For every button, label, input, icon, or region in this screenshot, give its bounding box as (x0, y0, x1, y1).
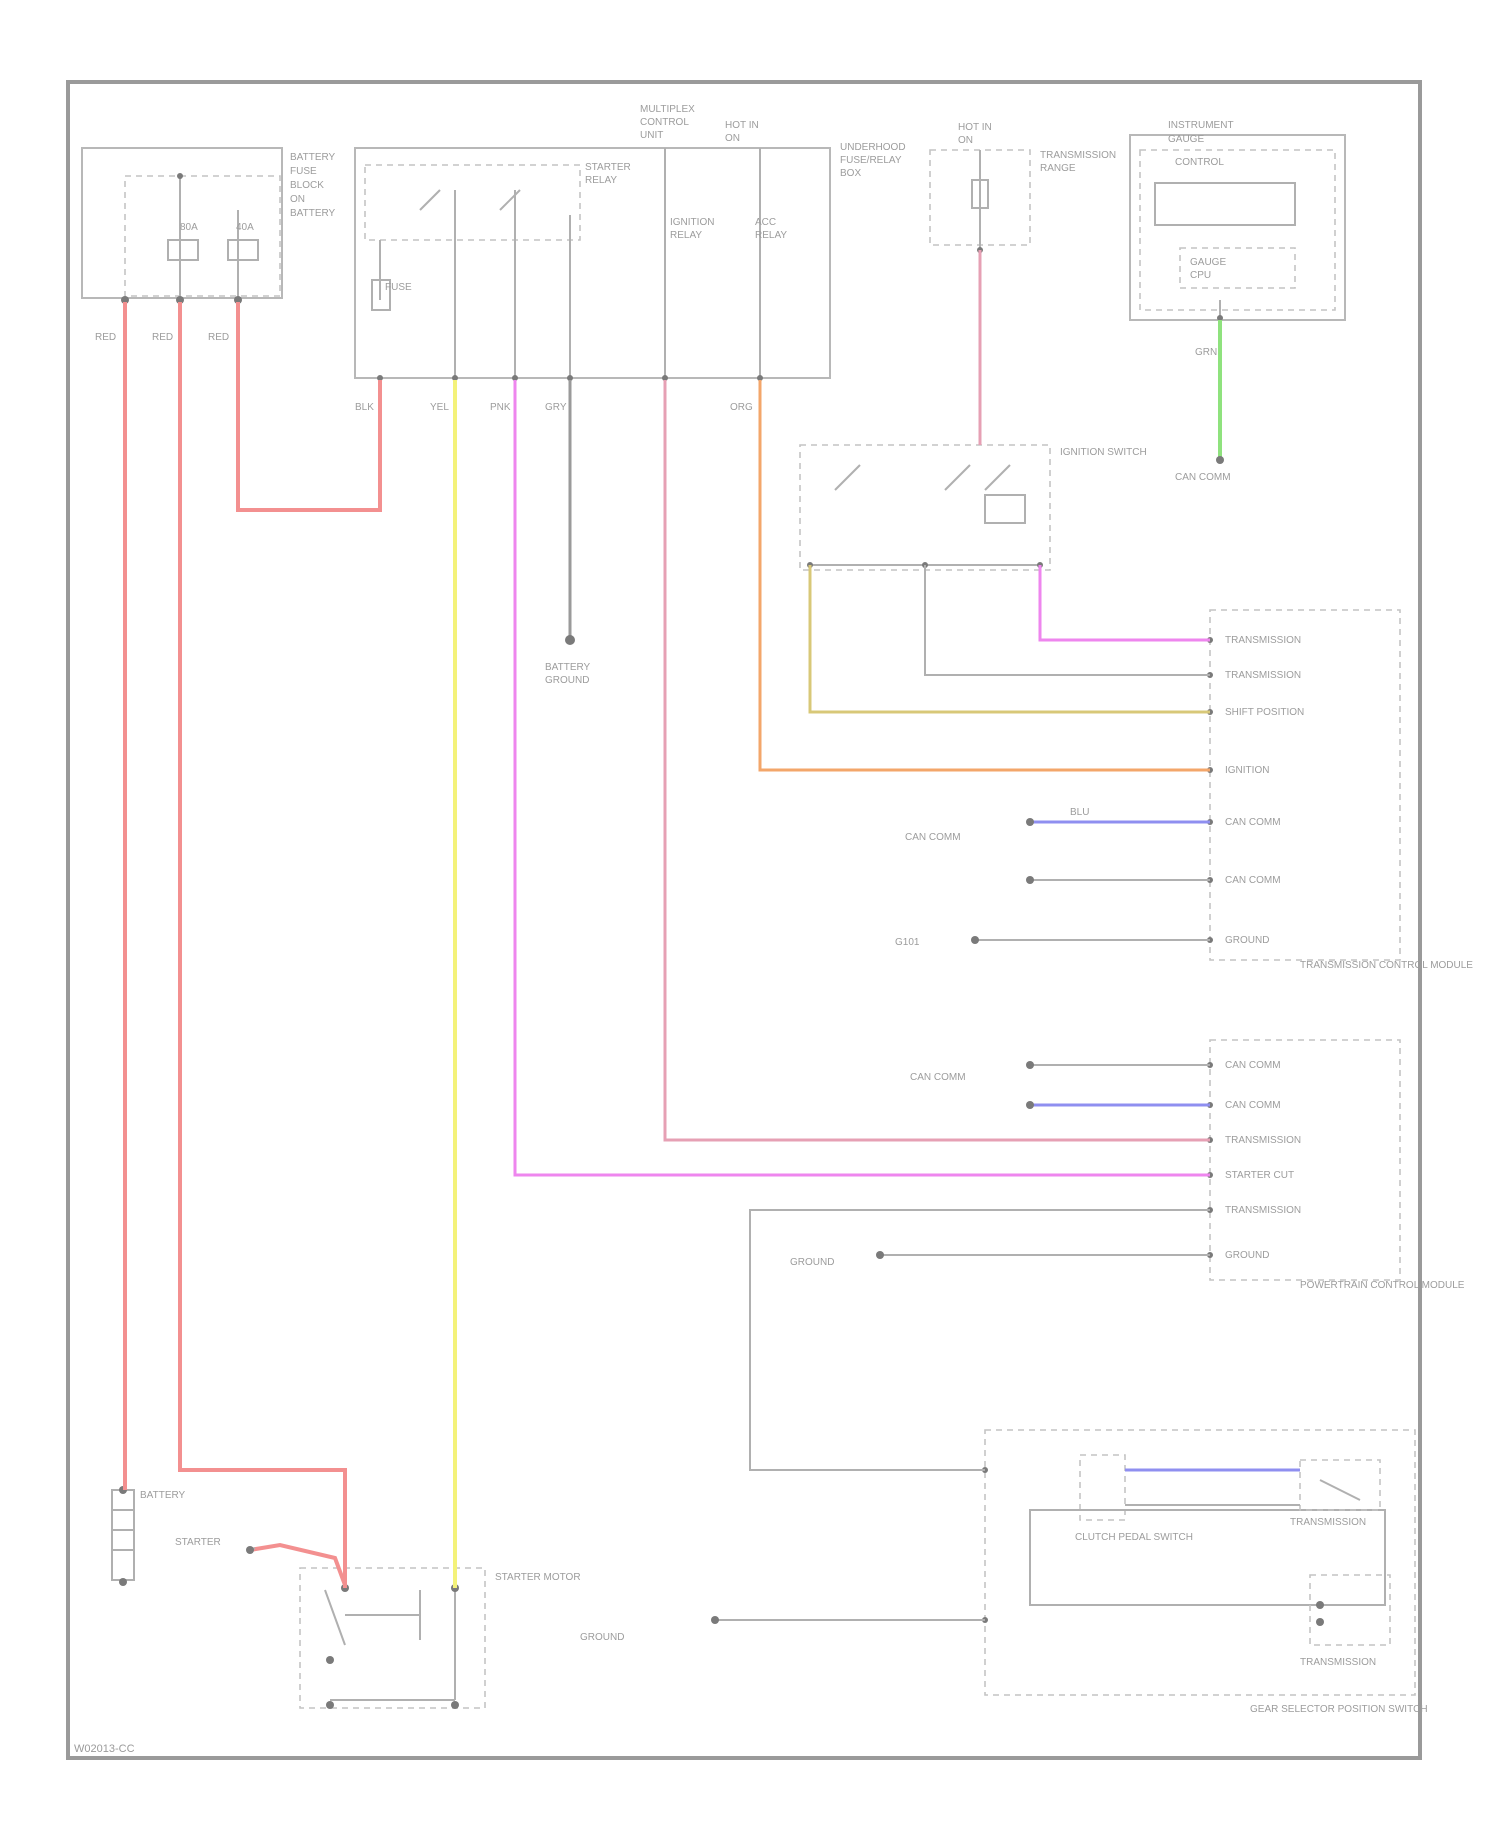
label-red-3: RED (208, 332, 229, 343)
svg-text:UNIT: UNIT (640, 130, 663, 141)
svg-text:RELAY: RELAY (670, 230, 702, 241)
battery-fuse-box: BATTERY FUSE BLOCK ON BATTERY 80A 40A (82, 148, 336, 304)
powertrain-control-module: CAN COMM CAN COMM TRANSMISSION STARTER C… (1207, 1040, 1465, 1291)
pcm-label: POWERTRAIN CONTROL MODULE (1300, 1280, 1465, 1291)
svg-text:TRANSMISSION: TRANSMISSION (1225, 670, 1301, 681)
svg-text:ACC: ACC (755, 217, 776, 228)
label-red-2: RED (152, 332, 173, 343)
gear-selector-assembly: CLUTCH PEDAL SWITCH TRANSMISSION TRANSMI… (982, 1430, 1428, 1715)
underhood-fuse-relay-box: MULTIPLEX CONTROL UNIT HOT IN ON UNDERHO… (355, 104, 906, 381)
wire-rose-pcm (665, 380, 1210, 1140)
ignition-switch-label: IGNITION SWITCH (1060, 447, 1147, 458)
label-blk: BLK (355, 402, 374, 413)
svg-text:G101: G101 (895, 937, 920, 948)
svg-text:CONTROL: CONTROL (1175, 157, 1224, 168)
svg-text:IGNITION: IGNITION (670, 217, 714, 228)
gear-selector-label: GEAR SELECTOR POSITION SWITCH (1250, 1704, 1428, 1715)
svg-text:ON: ON (725, 133, 740, 144)
svg-text:BATTERY: BATTERY (545, 662, 591, 673)
svg-text:ON: ON (958, 135, 973, 146)
svg-text:TRANSMISSION: TRANSMISSION (1290, 1517, 1366, 1528)
starter-motor: STARTER MOTOR (300, 1568, 581, 1709)
svg-text:GROUND: GROUND (1225, 935, 1269, 946)
svg-text:CAN COMM: CAN COMM (1225, 817, 1281, 828)
label-gry: GRY (545, 402, 567, 413)
svg-text:TRANSMISSION: TRANSMISSION (1300, 1657, 1376, 1668)
label-pnk: PNK (490, 402, 511, 413)
label-grn: GRN (1195, 347, 1217, 358)
svg-text:FUSE: FUSE (290, 166, 317, 177)
label-org: ORG (730, 402, 753, 413)
svg-text:80A: 80A (180, 222, 198, 233)
svg-text:CAN COMM: CAN COMM (1175, 472, 1231, 483)
svg-text:SHIFT POSITION: SHIFT POSITION (1225, 707, 1304, 718)
svg-text:STARTER: STARTER (175, 1537, 221, 1548)
svg-text:GROUND: GROUND (580, 1632, 624, 1643)
ignition-switch: IGNITION SWITCH (800, 445, 1147, 570)
svg-text:CPU: CPU (1190, 270, 1211, 281)
label-red-1: RED (95, 332, 116, 343)
svg-text:TRANSMISSION: TRANSMISSION (1225, 1135, 1301, 1146)
svg-text:GAUGE: GAUGE (1168, 134, 1204, 145)
tcm-label: TRANSMISSION CONTROL MODULE (1300, 960, 1473, 971)
fuse-hot-in-on: HOT IN ON TRANSMISSION RANGE (930, 122, 1116, 253)
label-yel: YEL (430, 402, 449, 413)
svg-text:STARTER: STARTER (585, 162, 631, 173)
svg-text:RANGE: RANGE (1040, 163, 1076, 174)
label-blu: BLU (1070, 807, 1089, 818)
svg-text:CAN COMM: CAN COMM (1225, 1100, 1281, 1111)
svg-text:GROUND: GROUND (545, 675, 589, 686)
svg-text:RELAY: RELAY (755, 230, 787, 241)
svg-text:TRANSMISSION: TRANSMISSION (1225, 1205, 1301, 1216)
svg-text:CAN COMM: CAN COMM (1225, 875, 1281, 886)
footer-code: W02013-CC (74, 1743, 135, 1755)
wire-pink-tcm (1040, 565, 1210, 640)
diagram-frame (68, 82, 1420, 1758)
svg-text:GROUND: GROUND (1225, 1250, 1269, 1261)
svg-text:TRANSMISSION: TRANSMISSION (1225, 635, 1301, 646)
svg-text:40A: 40A (236, 222, 254, 233)
svg-text:CONTROL: CONTROL (640, 117, 689, 128)
starter-motor-label: STARTER MOTOR (495, 1572, 581, 1583)
gauge-control-module: INSTRUMENT GAUGE CONTROL GAUGE CPU (1130, 120, 1345, 321)
svg-text:IGNITION: IGNITION (1225, 765, 1269, 776)
svg-text:BATTERY: BATTERY (290, 152, 336, 163)
wire-gray-return (750, 1210, 1210, 1470)
svg-text:STARTER CUT: STARTER CUT (1225, 1170, 1294, 1181)
svg-text:HOT IN: HOT IN (725, 120, 759, 131)
wire-red-starter (180, 302, 345, 1588)
svg-text:CAN COMM: CAN COMM (1225, 1060, 1281, 1071)
svg-text:FUSE: FUSE (385, 282, 412, 293)
svg-text:MULTIPLEX: MULTIPLEX (640, 104, 695, 115)
svg-text:UNDERHOOD: UNDERHOOD (840, 142, 906, 153)
svg-text:GAUGE: GAUGE (1190, 257, 1226, 268)
svg-text:CAN COMM: CAN COMM (905, 832, 961, 843)
clutch-pedal-label: CLUTCH PEDAL SWITCH (1075, 1532, 1193, 1543)
wire-gray-link (925, 565, 1210, 675)
svg-text:TRANSMISSION: TRANSMISSION (1040, 150, 1116, 161)
svg-text:INSTRUMENT: INSTRUMENT (1168, 120, 1234, 131)
battery-label: BATTERY (140, 1490, 186, 1501)
svg-text:BLOCK: BLOCK (290, 180, 324, 191)
svg-text:ON: ON (290, 194, 305, 205)
transmission-control-module: TRANSMISSION TRANSMISSION SHIFT POSITION… (1207, 610, 1473, 971)
wire-red-starter-link (250, 1545, 345, 1585)
svg-text:GROUND: GROUND (790, 1257, 834, 1268)
svg-text:FUSE/RELAY: FUSE/RELAY (840, 155, 902, 166)
battery: BATTERY (112, 1486, 186, 1586)
svg-text:BATTERY: BATTERY (290, 208, 336, 219)
wire-pink-pcm (515, 380, 1210, 1175)
svg-text:CAN COMM: CAN COMM (910, 1072, 966, 1083)
svg-text:BOX: BOX (840, 168, 861, 179)
svg-text:HOT IN: HOT IN (958, 122, 992, 133)
svg-text:RELAY: RELAY (585, 175, 617, 186)
